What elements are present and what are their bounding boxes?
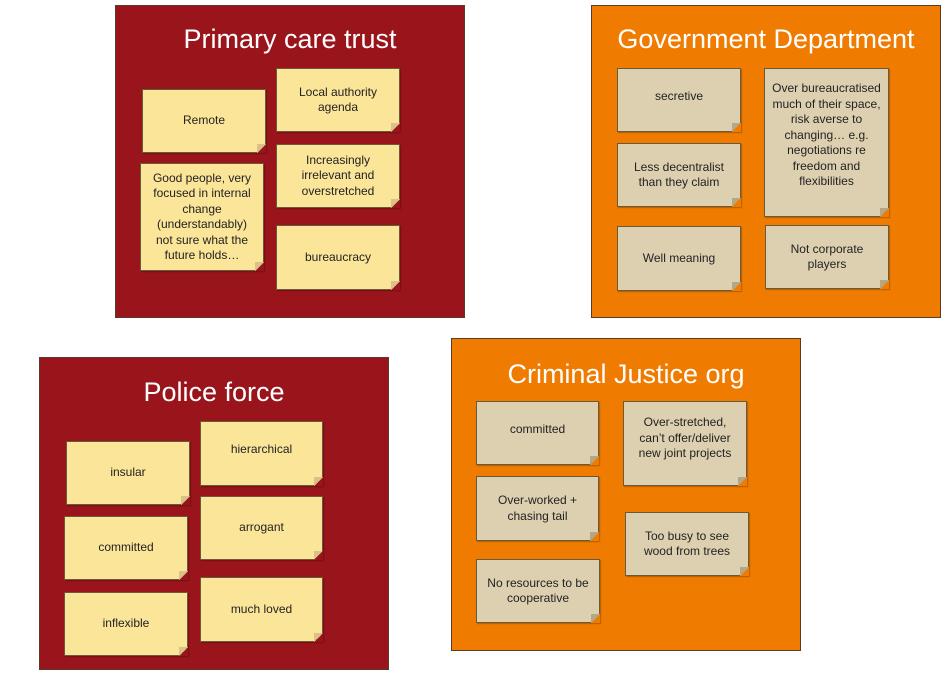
sticky-note: Well meaning [617,226,741,291]
sticky-note: much loved [200,577,323,642]
sticky-note: insular [66,441,190,505]
sticky-note: bureaucracy [276,225,400,290]
sticky-note: secretive [617,68,741,132]
panel-title: Criminal Justice org [507,359,745,389]
sticky-note: arrogant [200,496,323,560]
sticky-note: Over bureaucratised much of their space,… [764,68,889,217]
sticky-note: Remote [142,89,266,153]
panel-government-department: Government Department secretive Over bur… [591,5,941,318]
sticky-note: Over-stretched, can’t offer/deliver new … [623,401,747,486]
sticky-note: Less decentralist than they claim [617,143,741,207]
sticky-note: inflexible [64,592,188,656]
panel-primary-care-trust: Primary care trust Remote Local authorit… [115,5,465,318]
sticky-note: Increasingly irrelevant and overstretche… [276,144,400,208]
sticky-note: committed [476,401,599,465]
sticky-note: Good people, very focused in internal ch… [140,163,264,271]
panel-criminal-justice-org: Criminal Justice org committed Over-stre… [451,338,801,651]
sticky-note: hierarchical [200,421,323,486]
sticky-note: Over-worked + chasing tail [476,476,599,541]
panel-police-force: Police force insular hierarchical commit… [39,357,389,670]
sticky-note: Too busy to see wood from trees [625,512,749,576]
sticky-note: Local authority agenda [276,68,400,132]
panel-title: Police force [143,377,285,407]
panel-title: Government Department [617,24,915,54]
sticky-note: Not corporate players [765,225,889,289]
sticky-note: committed [64,516,188,580]
sticky-note: No resources to be cooperative [476,559,600,623]
panel-title: Primary care trust [183,24,397,54]
